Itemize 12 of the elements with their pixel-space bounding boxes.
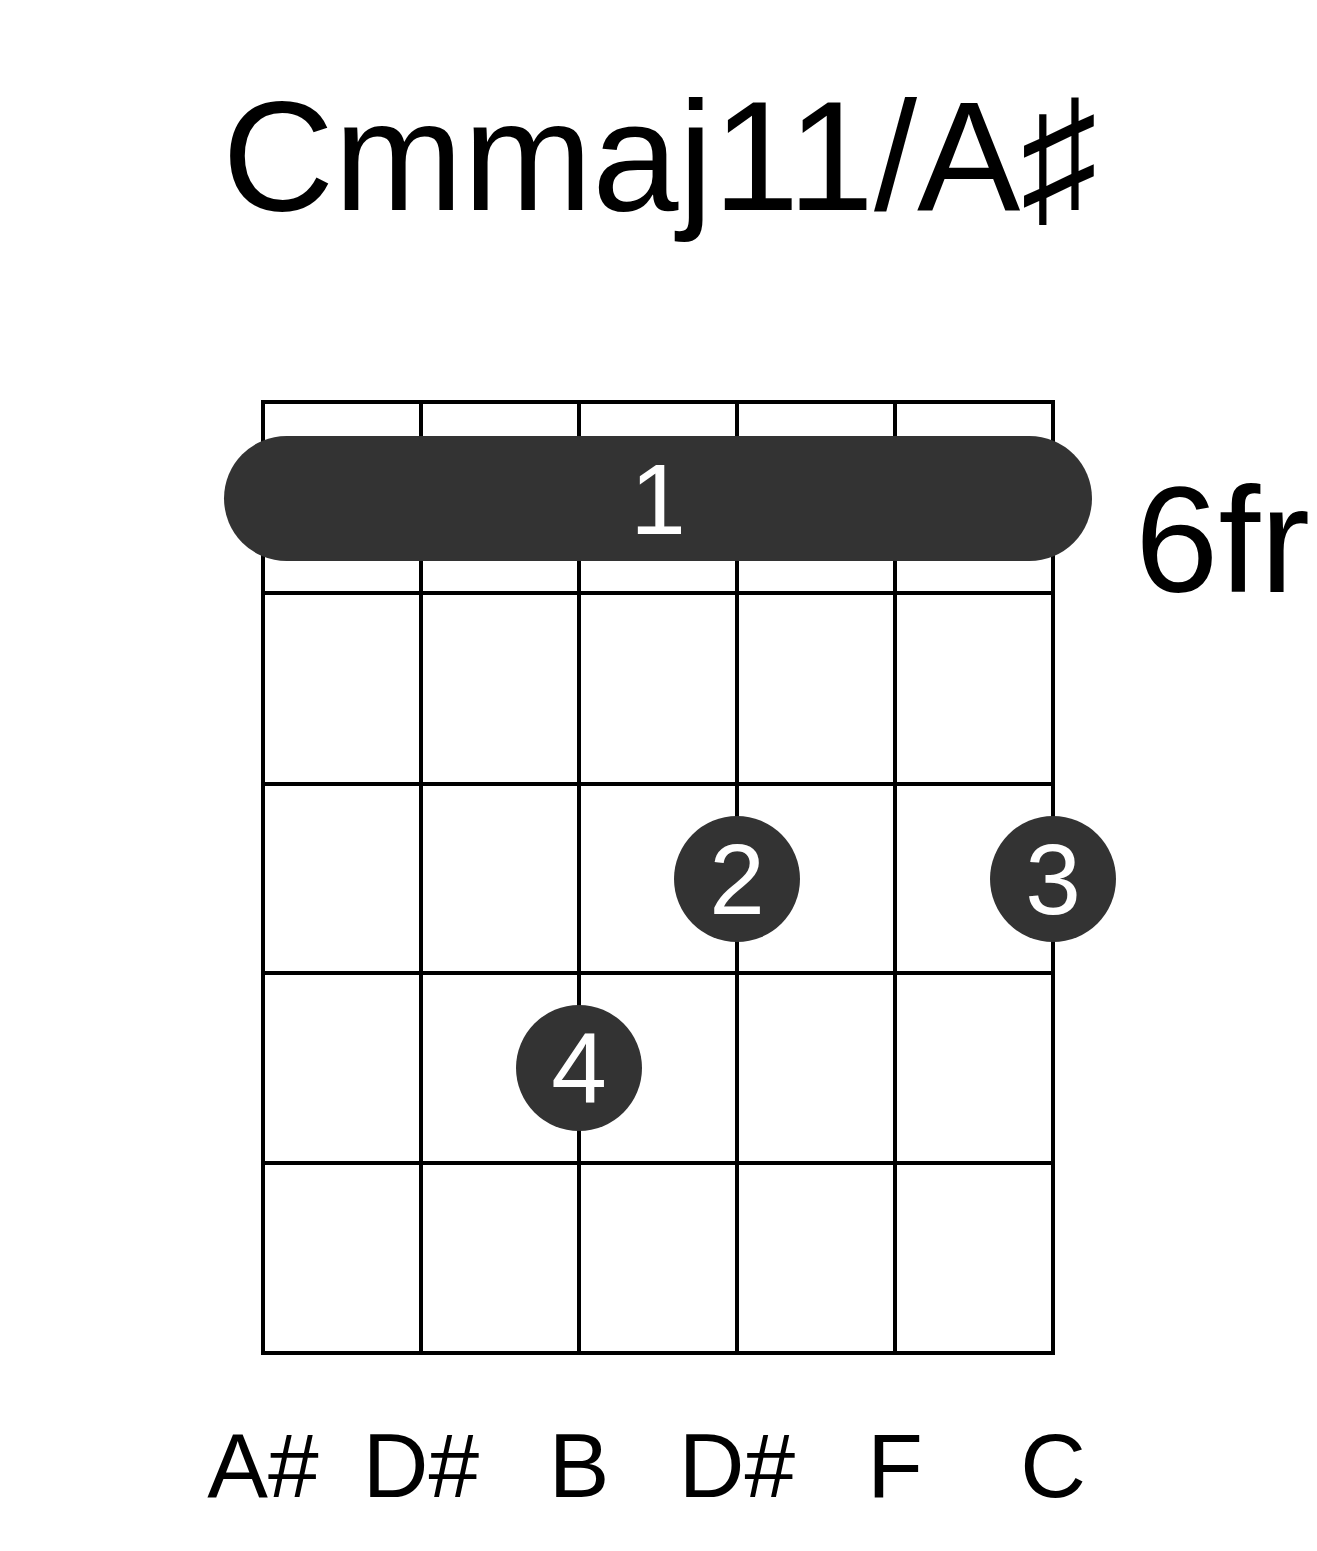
finger-number: 1 (630, 448, 686, 549)
finger-number: 2 (709, 829, 765, 929)
string-note-label: B (548, 1420, 610, 1511)
finger-number: 3 (1025, 829, 1081, 929)
fret-position-label: 6fr (1135, 465, 1311, 615)
string-note-label: A# (207, 1420, 319, 1511)
chord-title: Cmmaj11/A♯ (222, 69, 1098, 245)
string-note-label: D# (362, 1420, 480, 1511)
string-note-label: D# (678, 1420, 796, 1511)
string-note-label: F (867, 1420, 923, 1511)
finger-number: 4 (551, 1018, 607, 1118)
string-note-label: C (1020, 1420, 1086, 1511)
